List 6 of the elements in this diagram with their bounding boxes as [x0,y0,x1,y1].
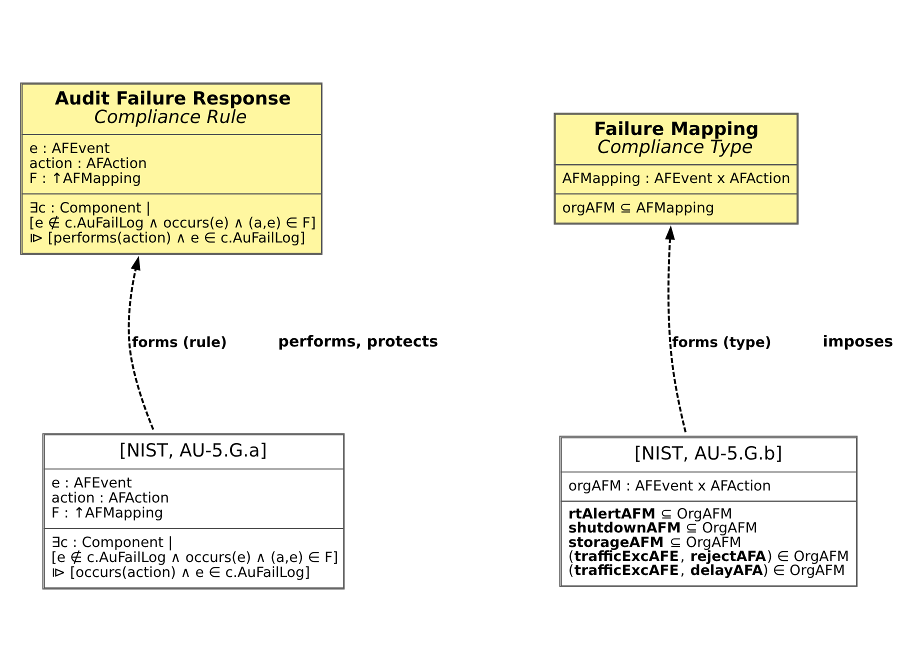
edge-label: forms (type) [672,334,772,351]
arrow [665,225,687,432]
label: performs, protects [278,332,438,351]
edge-label: forms (rule) [132,334,228,351]
arrow [128,256,154,430]
label: imposes [822,332,894,351]
